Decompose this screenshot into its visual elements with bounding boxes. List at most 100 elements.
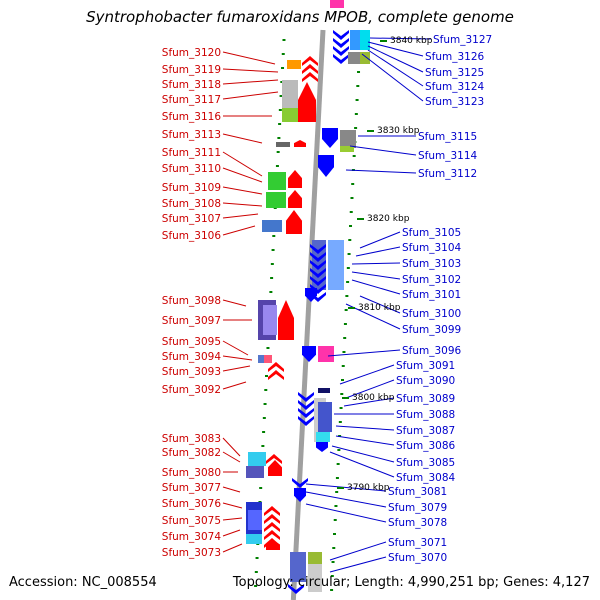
gene-label-right: Sfum_3112 bbox=[418, 168, 477, 180]
scale-label: 3830 kbp bbox=[377, 126, 420, 136]
gene-label-right: Sfum_3088 bbox=[396, 409, 455, 421]
leader-line bbox=[369, 37, 432, 40]
leader-line bbox=[222, 451, 241, 463]
gene-block bbox=[348, 52, 360, 64]
forward-gene-arrow bbox=[302, 56, 318, 66]
reverse-gene-arrow bbox=[288, 584, 304, 594]
reverse-gene-arrow bbox=[333, 46, 349, 56]
forward-gene-arrow bbox=[264, 506, 280, 516]
reverse-gene-arrow bbox=[302, 346, 316, 362]
reverse-gene-arrow bbox=[298, 416, 314, 426]
gene-label-right: Sfum_3091 bbox=[396, 360, 455, 372]
gene-block bbox=[308, 564, 322, 592]
leader-line bbox=[305, 503, 387, 523]
gene-label-left: Sfum_3120 bbox=[162, 47, 221, 59]
gene-label-left: Sfum_3106 bbox=[162, 230, 222, 242]
forward-gene-arrow bbox=[264, 514, 280, 524]
gene-block bbox=[308, 552, 322, 564]
leader-line bbox=[343, 397, 395, 407]
gene-label-right: Sfum_3124 bbox=[425, 81, 485, 93]
gene-block bbox=[246, 466, 264, 478]
leader-line bbox=[222, 365, 251, 372]
gene-block bbox=[248, 510, 262, 530]
reverse-gene-arrow bbox=[294, 488, 306, 502]
gene-features bbox=[246, 0, 370, 594]
forward-gene-arrow bbox=[266, 540, 280, 550]
label-leader-lines bbox=[222, 37, 432, 573]
gene-label-left: Sfum_3117 bbox=[162, 94, 221, 106]
forward-gene-arrow bbox=[302, 64, 318, 74]
gene-label-right: Sfum_3102 bbox=[402, 274, 461, 286]
reverse-gene-arrow bbox=[333, 54, 349, 64]
leader-line bbox=[222, 486, 241, 493]
gene-label-left: Sfum_3119 bbox=[162, 64, 221, 76]
forward-gene-arrow bbox=[268, 460, 282, 476]
scale-label: 3820 kbp bbox=[367, 214, 410, 224]
gene-label-right: Sfum_3101 bbox=[402, 289, 461, 301]
topology-text: Topology: circular; Length: 4,990,251 bp… bbox=[232, 575, 590, 590]
forward-gene-arrow bbox=[264, 522, 280, 532]
scale-label: 3800 kbp bbox=[352, 393, 395, 403]
gene-block bbox=[282, 108, 298, 122]
leader-line bbox=[329, 541, 387, 561]
leader-line bbox=[222, 68, 279, 73]
leader-line bbox=[367, 49, 424, 87]
leader-line bbox=[305, 491, 387, 508]
leader-line bbox=[355, 246, 401, 257]
reverse-gene-arrow bbox=[298, 400, 314, 410]
gene-block bbox=[360, 52, 370, 64]
gene-label-left: Sfum_3092 bbox=[162, 384, 221, 396]
leader-line bbox=[305, 483, 387, 492]
reverse-gene-arrow bbox=[318, 155, 334, 177]
leader-line bbox=[222, 151, 263, 177]
gene-label-left: Sfum_3093 bbox=[162, 366, 221, 378]
forward-gene-arrow bbox=[298, 82, 316, 122]
gene-label-left: Sfum_3073 bbox=[162, 547, 221, 559]
reverse-gene-arrow bbox=[310, 268, 326, 278]
forward-gene-arrow bbox=[278, 300, 294, 340]
forward-gene-arrow bbox=[286, 210, 302, 234]
accession-text: Accession: NC_008554 bbox=[9, 575, 157, 590]
gene-block bbox=[312, 240, 326, 290]
leader-line bbox=[222, 340, 249, 356]
gene-label-right: Sfum_3114 bbox=[418, 150, 478, 162]
leader-line bbox=[222, 91, 279, 100]
gene-label-right: Sfum_3086 bbox=[396, 440, 456, 452]
gene-label-left: Sfum_3108 bbox=[162, 198, 221, 210]
reverse-gene-arrow bbox=[322, 128, 338, 148]
gene-label-left: Sfum_3075 bbox=[162, 515, 221, 527]
gene-label-left: Sfum_3118 bbox=[162, 79, 221, 91]
reverse-gene-arrow bbox=[298, 408, 314, 418]
gene-label-right: Sfum_3084 bbox=[396, 472, 456, 484]
gene-label-left: Sfum_3116 bbox=[162, 111, 222, 123]
leader-line bbox=[327, 349, 401, 357]
leader-line bbox=[367, 41, 424, 57]
scale-label: 3790 kbp bbox=[347, 483, 390, 493]
gene-block bbox=[330, 0, 344, 8]
gene-block bbox=[318, 346, 334, 362]
forward-gene-arrow bbox=[268, 370, 284, 380]
gene-label-right: Sfum_3071 bbox=[388, 537, 447, 549]
tick-marks bbox=[254, 39, 362, 591]
gene-label-right: Sfum_3078 bbox=[388, 517, 447, 529]
gene-block bbox=[282, 80, 298, 110]
scale-label: 3840 kbp bbox=[390, 36, 433, 46]
leader-line bbox=[361, 53, 424, 102]
gene-block bbox=[340, 146, 354, 152]
gene-block bbox=[266, 192, 286, 208]
gene-label-right: Sfum_3127 bbox=[433, 34, 492, 46]
gene-block bbox=[262, 220, 282, 232]
leader-line bbox=[222, 167, 263, 183]
leader-line bbox=[351, 279, 401, 295]
genome-backbone bbox=[290, 29, 326, 600]
forward-gene-arrow bbox=[266, 454, 282, 464]
gene-label-left: Sfum_3095 bbox=[162, 336, 221, 348]
leader-line bbox=[222, 502, 243, 509]
leader-line bbox=[222, 225, 256, 236]
leader-line bbox=[335, 425, 395, 431]
reverse-gene-arrow bbox=[316, 442, 328, 452]
gene-label-right: Sfum_3079 bbox=[388, 502, 447, 514]
gene-label-right: Sfum_3085 bbox=[396, 457, 455, 469]
